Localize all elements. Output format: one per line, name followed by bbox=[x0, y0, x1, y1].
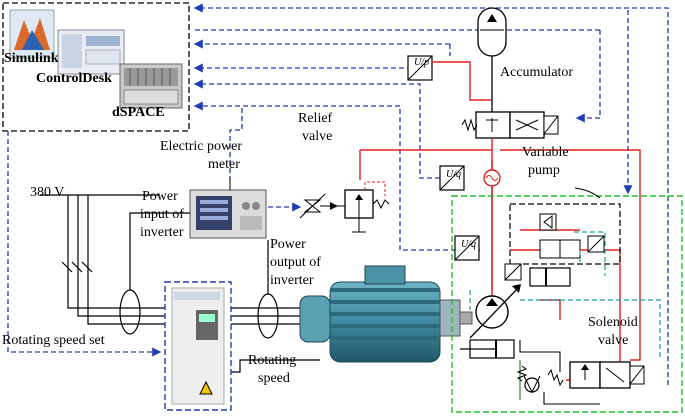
simulink-label: Simulink bbox=[4, 51, 59, 66]
solenoid-valve-label-1: Solenoid bbox=[588, 315, 638, 330]
controldesk-screenshot bbox=[57, 29, 125, 75]
flow-transducer-uq-2 bbox=[454, 235, 480, 261]
rotating-speed-label-2: speed bbox=[258, 371, 290, 386]
controldesk-label: ControlDesk bbox=[36, 71, 112, 86]
directional-valve-top bbox=[461, 111, 559, 139]
solenoid-valve-label-2: valve bbox=[598, 333, 629, 348]
electric-motor bbox=[299, 265, 473, 363]
variable-pump-symbol bbox=[460, 213, 605, 359]
inverter bbox=[164, 281, 232, 411]
electric-power-meter bbox=[189, 189, 267, 239]
pressure-transducer-up bbox=[407, 55, 433, 81]
power-meter-label-2: meter bbox=[208, 157, 240, 172]
transducer-up-label: U/p bbox=[414, 57, 429, 68]
transducer-uq-label-1: U/q bbox=[446, 169, 461, 180]
dspace-label: dSPACE bbox=[112, 105, 165, 120]
accumulator-symbol bbox=[477, 7, 507, 112]
dspace-unit bbox=[119, 63, 183, 109]
power-output-label-1: Power bbox=[270, 237, 306, 252]
power-meter-label-1: Electric power bbox=[160, 139, 243, 154]
flow-transducer-uq-1 bbox=[439, 165, 465, 191]
check-valve bbox=[516, 365, 541, 394]
solenoid-valve-symbol bbox=[547, 361, 645, 389]
relief-valve-label-2: valve bbox=[302, 129, 333, 144]
power-output-label-2: output of bbox=[270, 255, 321, 270]
three-phase-lines bbox=[40, 194, 320, 377]
control-pc-box bbox=[2, 2, 190, 132]
rotating-speed-set-label: Rotating speed set bbox=[2, 333, 105, 348]
flow-meter bbox=[483, 169, 501, 187]
power-input-label-1: Power bbox=[142, 189, 178, 204]
simulink-logo bbox=[9, 9, 55, 59]
power-input-label-2: input of bbox=[140, 207, 184, 222]
relief-valve-symbol bbox=[299, 181, 390, 233]
variable-pump-label-2: pump bbox=[528, 163, 560, 178]
power-input-label-3: inverter bbox=[140, 225, 184, 240]
accumulator-label: Accumulator bbox=[500, 65, 574, 80]
power-output-label-3: inverter bbox=[270, 273, 314, 288]
rotating-speed-label-1: Rotating bbox=[248, 353, 297, 368]
signal-lines bbox=[7, 3, 669, 385]
variable-pump-frame bbox=[451, 195, 683, 413]
pump-control-box bbox=[509, 203, 621, 265]
transducer-uq-label-2: U/q bbox=[461, 239, 476, 250]
relief-valve-label-1: Relief bbox=[298, 111, 333, 126]
voltage-label: 380 V bbox=[30, 185, 65, 200]
variable-pump-label-1: Variable bbox=[522, 145, 569, 160]
